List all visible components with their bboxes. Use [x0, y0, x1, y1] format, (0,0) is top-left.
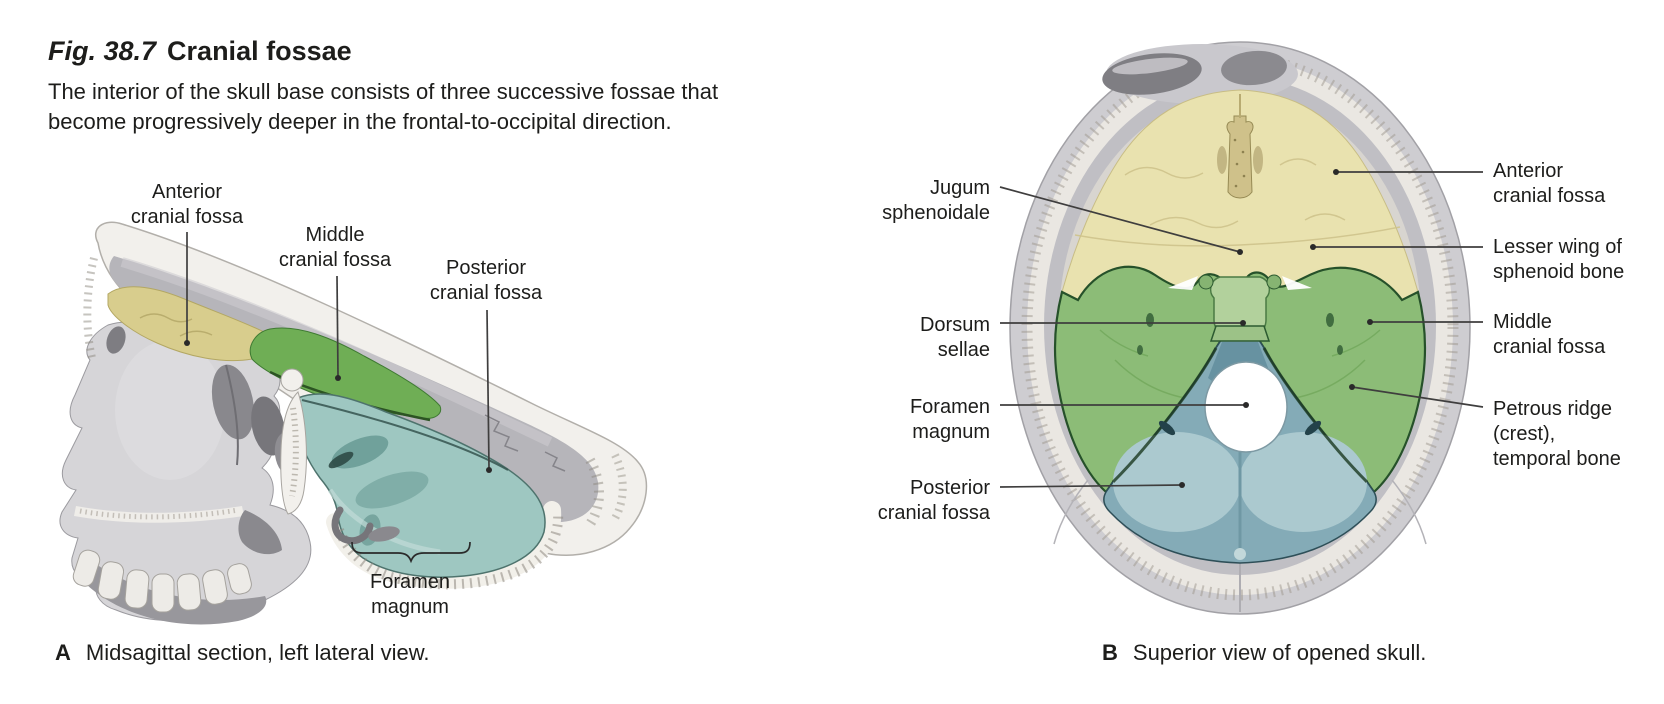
- alveolar-ridge: [82, 558, 267, 625]
- leader-lines-b: [999, 171, 1484, 488]
- figure-header: Fig. 38.7 Cranial fossae The interior of …: [48, 34, 718, 137]
- acoustic-meatus-left: [1158, 420, 1176, 436]
- dorsum-sellae-bar: [1209, 325, 1271, 342]
- fossa-highlight: [327, 488, 441, 555]
- label-middle-cranial-fossa-a: Middle cranial fossa: [278, 224, 392, 271]
- palate-texture: [79, 507, 239, 520]
- pterygoid-shadow: [238, 510, 282, 555]
- label-dorsum-sellae: Dorsum sellae: [919, 314, 990, 361]
- cribriform-plate: [1217, 146, 1227, 174]
- foramen-magnum-brace: [351, 541, 471, 564]
- sella-turcica-knob: [280, 368, 304, 392]
- figure-heading: Fig. 38.7 Cranial fossae: [48, 34, 718, 68]
- nasal-cavity-edge: [225, 364, 239, 466]
- skull-base-superior-illustration: [999, 41, 1484, 615]
- middle-cranial-fossa-region: [249, 327, 442, 419]
- label-petrous-ridge: Petrous ridge (crest), temporal bone: [1493, 398, 1621, 470]
- description-line-1: The interior of the skull base consists …: [48, 79, 719, 104]
- label-foramen-magnum-a: Foramen magnum: [369, 571, 451, 618]
- label-posterior-cranial-fossa-b: Posterior cranial fossa: [877, 477, 990, 524]
- anterior-clinoid-right: [1266, 274, 1282, 290]
- trabecular-texture: [334, 511, 564, 590]
- petrous-edge: [301, 399, 509, 471]
- petrous-ridge-left: [1111, 347, 1218, 484]
- leader-dots-b: [1179, 169, 1373, 488]
- leader-lines-a: [186, 232, 490, 469]
- suture-line: [484, 414, 519, 452]
- label-anterior-cranial-fossa-a: Anterior cranial fossa: [130, 181, 244, 228]
- foramen-magnum-lip: [331, 506, 374, 545]
- superior-orbital-fissure-left: [1168, 276, 1198, 290]
- hard-palate: [74, 506, 244, 523]
- label-lesser-wing-of-sphenoid: Lesser wing of sphenoid bone: [1493, 236, 1625, 283]
- frontal-sinus: [106, 326, 126, 354]
- figure-title: Cranial fossae: [167, 36, 352, 66]
- fossa-recess: [355, 471, 429, 509]
- label-posterior-cranial-fossa-a: Posterior cranial fossa: [429, 257, 543, 304]
- cribriform-plate: [1253, 146, 1263, 174]
- label-foramen-magnum-b: Foramen magnum: [909, 396, 990, 443]
- occipital-protuberance: [1234, 548, 1246, 560]
- superior-orbital-fissure-right: [1282, 276, 1312, 290]
- frontal-sinus-right: [1221, 50, 1287, 86]
- description-line-2: become progressively deeper in the front…: [48, 109, 672, 134]
- sinus-highlight: [1112, 57, 1188, 75]
- occipital-rim-bone: [326, 501, 562, 589]
- occipital-condyle: [368, 526, 400, 542]
- crista-galli: [1226, 115, 1254, 199]
- acoustic-meatus: [328, 451, 354, 469]
- cerebellar-fossa-right: [1239, 432, 1367, 532]
- fossa-texture: [179, 330, 213, 337]
- crista-speckles: [1233, 138, 1246, 188]
- label-anterior-cranial-fossa-b: Anterior cranial fossa: [1493, 160, 1606, 207]
- trabecular-texture: [610, 453, 627, 523]
- nasal-septum: [115, 340, 225, 480]
- anterior-clinoid-left: [1198, 274, 1214, 290]
- bone-seam: [1391, 479, 1427, 545]
- petrous-ridge-right: [1262, 347, 1369, 484]
- leader-dots-a: [184, 340, 492, 473]
- figure-number: Fig. 38.7: [48, 36, 157, 66]
- suture-line: [544, 451, 566, 472]
- cerebellar-fossa-left: [1113, 432, 1241, 532]
- acoustic-meatus-right: [1304, 420, 1322, 436]
- label-jugum-sphenoidale: Jugum sphenoidale: [882, 177, 990, 224]
- upper-teeth: [72, 549, 252, 613]
- figure-description: The interior of the skull base consists …: [48, 77, 718, 137]
- fossa-texture: [139, 313, 193, 323]
- trabecular-texture: [83, 257, 98, 359]
- skull-midsagittal-illustration: [59, 221, 648, 625]
- label-middle-cranial-fossa-b: Middle cranial fossa: [1493, 311, 1606, 358]
- trabecular-texture: [289, 407, 299, 497]
- fossa-texture: [1074, 158, 1401, 247]
- fossa-texture: [1099, 329, 1381, 399]
